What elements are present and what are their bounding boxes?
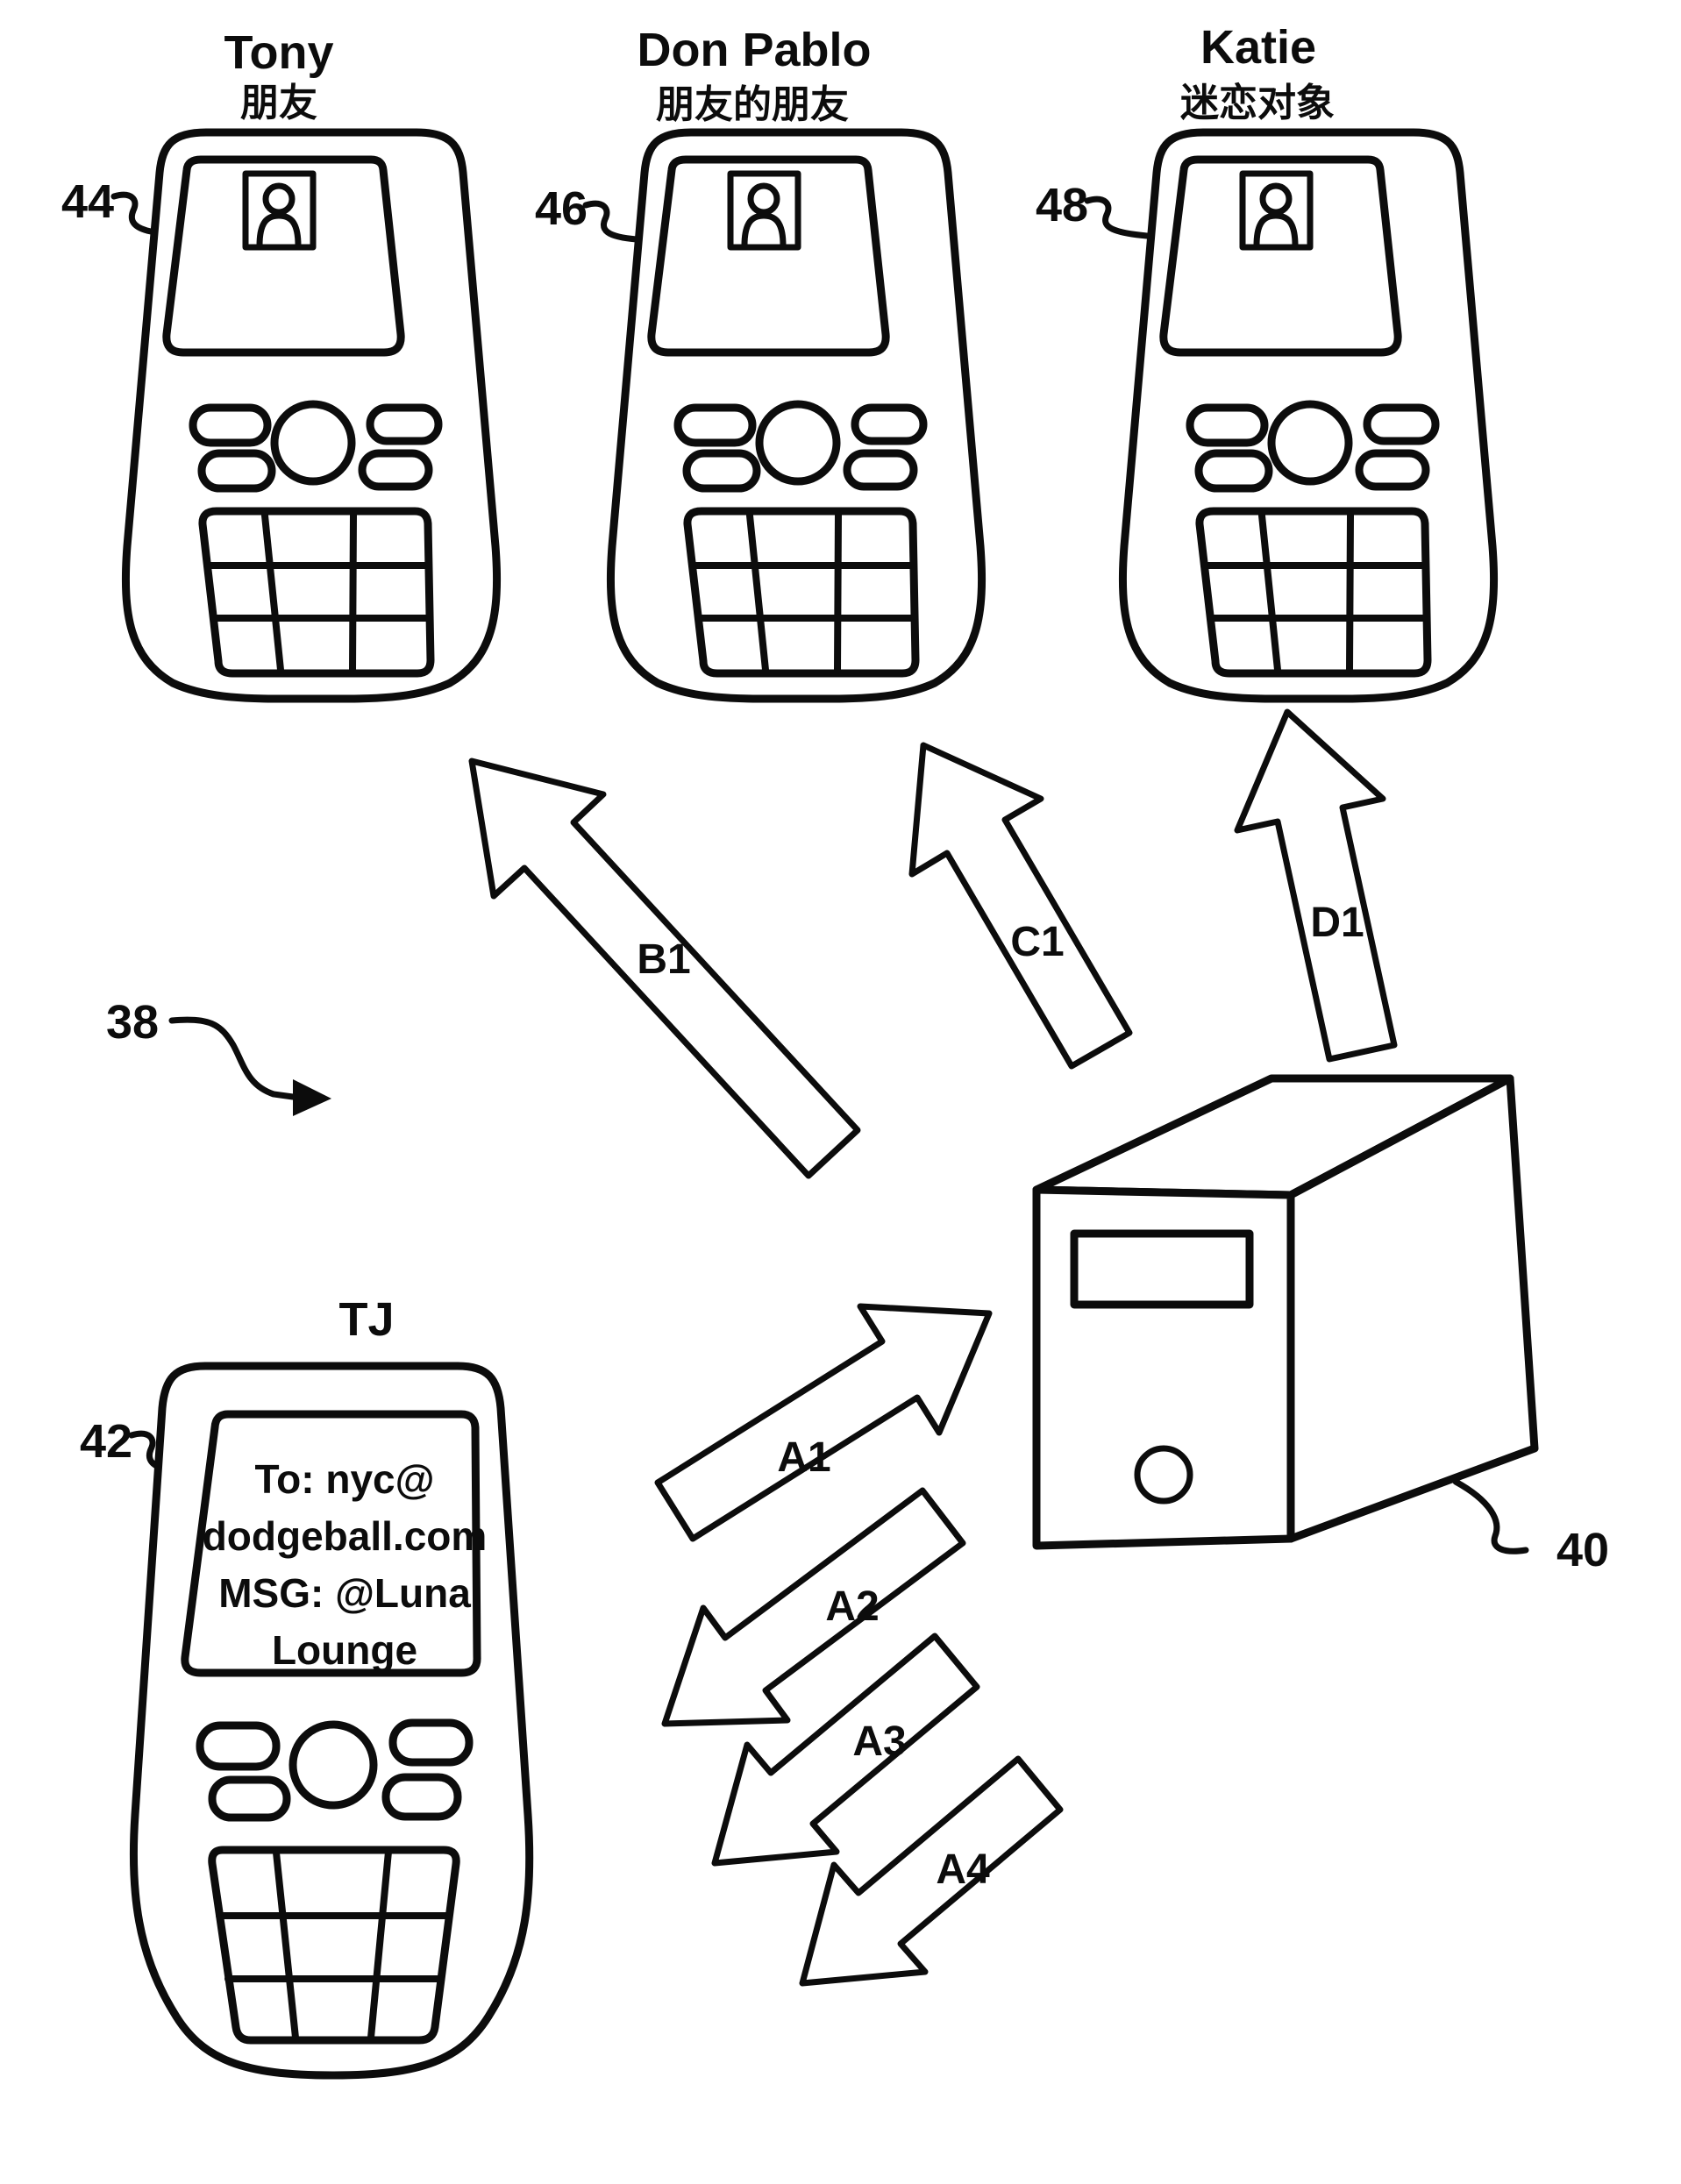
sender-name: TJ (338, 1293, 394, 1346)
arrow-label-a4: A4 (936, 1846, 990, 1893)
ref-label-38: 38 (106, 996, 159, 1049)
recipient-relation-tony: 朋友 (240, 82, 317, 124)
figure-ref-arrowhead-icon (293, 1079, 331, 1116)
ref-label-44: 44 (61, 175, 114, 228)
server-box (1032, 1074, 1539, 1554)
arrow-d1-server-to-katie (1234, 708, 1398, 1063)
arrow-label-b1: B1 (637, 936, 690, 983)
recipient-relation-don-pablo: 朋友的朋友 (656, 83, 849, 126)
softkey-button (196, 1721, 281, 1771)
recipient-name-don-pablo: Don Pablo (637, 24, 872, 76)
arrow-a1-sender-to-server (654, 1303, 993, 1542)
server-power-button (1134, 1445, 1193, 1505)
arrow-a4-server-to-sender (799, 1755, 1064, 1987)
server-drive-slot (1070, 1229, 1254, 1309)
nav-button (288, 1720, 378, 1810)
ref-label-48: 48 (1036, 179, 1088, 231)
softkey-button (208, 1775, 291, 1822)
labels: Tony 朋友 Don Pablo 朋友的朋友 Katie 迷恋对象 TJ To… (61, 21, 1609, 1893)
ref-label-46: 46 (535, 182, 588, 235)
arrow-b1-server-to-tony (468, 758, 861, 1179)
lead-line-40 (1452, 1478, 1529, 1554)
arrow-label-d1: D1 (1310, 900, 1364, 946)
lead-line-46 (582, 200, 640, 243)
recipient-relation-katie: 迷恋对象 (1180, 81, 1335, 124)
phone-tony (125, 132, 496, 699)
softkey-button (388, 1718, 474, 1767)
recipient-name-tony: Tony (224, 26, 334, 79)
phone-tj (129, 1362, 534, 2080)
ref-label-40: 40 (1556, 1524, 1609, 1576)
screen-line-domain: dodgeball.com (203, 1513, 488, 1559)
arrow-label-a3: A3 (852, 1718, 906, 1765)
phone-katie (1122, 132, 1493, 699)
message-flow-arrows (468, 708, 1398, 1987)
arrow-label-a1: A1 (777, 1434, 830, 1481)
ref-label-42: 42 (80, 1415, 132, 1468)
keypad-grid-lines (216, 1848, 452, 2041)
phone-screen (181, 1410, 481, 1677)
arrow-label-c1: C1 (1010, 919, 1064, 965)
softkey-button (381, 1773, 462, 1821)
phone-don-pablo (610, 132, 981, 699)
screen-line-venue: Lounge (272, 1627, 417, 1673)
lead-line-44 (110, 191, 154, 235)
screen-line-to: To: nyc@ (254, 1456, 434, 1502)
recipient-name-katie: Katie (1200, 21, 1316, 74)
arrow-c1-server-to-don-pablo (908, 742, 1133, 1070)
figure-ref-pointer (168, 1016, 331, 1116)
arrow-label-a2: A2 (825, 1583, 879, 1630)
arrow-a3-server-to-sender (711, 1633, 980, 1867)
figure-ref-curve (168, 1016, 296, 1100)
keypad (208, 1846, 460, 2045)
screen-line-msg: MSG: @Luna (218, 1570, 471, 1616)
arrow-a2-server-to-sender (661, 1487, 966, 1727)
lead-line-48 (1084, 196, 1150, 239)
